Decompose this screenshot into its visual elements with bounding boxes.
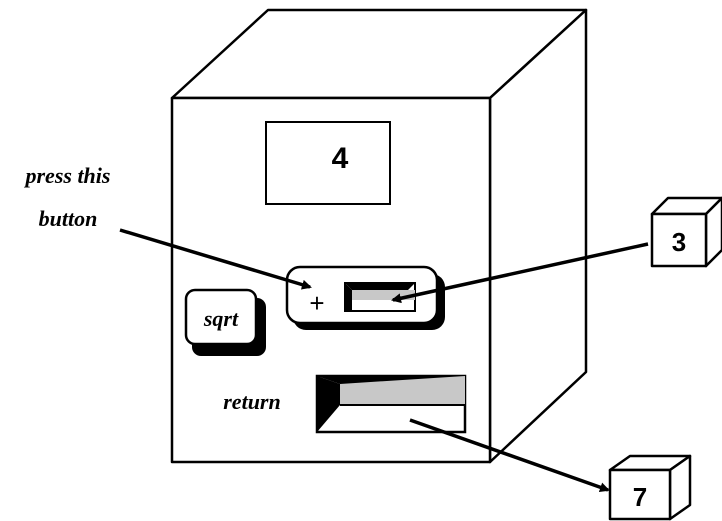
annotation-line-2: button [39, 206, 98, 231]
output-cube: 7 [608, 454, 692, 521]
input-cube-value: 3 [672, 227, 686, 257]
plus-symbol: + [309, 288, 324, 318]
annotation-arrow [119, 228, 312, 290]
display-window: 4 [265, 121, 391, 205]
input-arrow [391, 242, 649, 304]
annotation-line-1: press this [24, 163, 111, 188]
output-arrow [409, 418, 610, 493]
output-cube-value: 7 [633, 482, 647, 512]
plus-input-button[interactable]: + [285, 265, 445, 330]
sqrt-button[interactable]: sqrt [184, 288, 266, 356]
sqrt-button-label: sqrt [203, 306, 239, 331]
return-label: return [223, 389, 280, 414]
display-value: 4 [332, 142, 349, 175]
return-slot[interactable] [315, 374, 467, 434]
input-cube: 3 [650, 196, 722, 268]
